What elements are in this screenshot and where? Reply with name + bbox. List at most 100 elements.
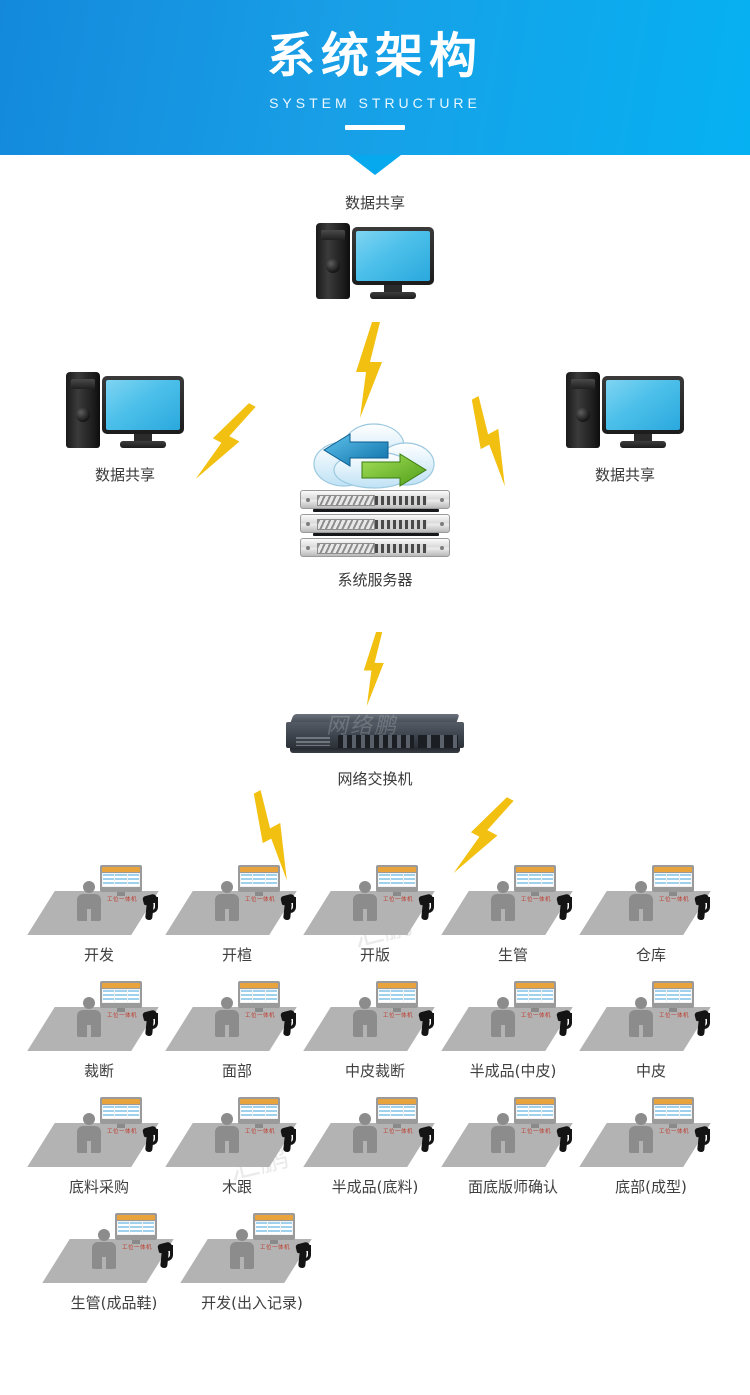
kiosk-caption: 工位一体机: [658, 1013, 689, 1019]
worker-person-icon: [215, 1113, 239, 1153]
workstation-tile[interactable]: 工位一体机 底部(成型): [579, 1097, 713, 1197]
kiosk-caption: 工位一体机: [520, 897, 551, 903]
barcode-scanner-icon: [280, 1125, 297, 1157]
workstation-label: 底部(成型): [615, 1178, 687, 1196]
workstation-illustration: 工位一体机: [579, 981, 713, 1056]
worker-person-icon: [491, 997, 515, 1037]
server-vents: [317, 543, 375, 554]
kiosk-caption: 工位一体机: [658, 897, 689, 903]
barcode-scanner-icon: [142, 893, 159, 925]
workstation-tile[interactable]: 工位一体机 开版: [303, 865, 437, 965]
lightning-bolt-icon-left: [185, 392, 264, 492]
workstation-tile[interactable]: 工位一体机 开楦: [165, 865, 299, 965]
kiosk-caption: 工位一体机: [658, 1129, 689, 1135]
workstation-label: 生管(成品鞋): [70, 1294, 158, 1312]
workstation-label: 半成品(底料): [331, 1178, 419, 1196]
kiosk-caption: 工位一体机: [244, 1129, 275, 1135]
barcode-scanner-icon: [280, 1009, 297, 1041]
workstation-label: 仓库: [635, 946, 666, 964]
workstation-tile[interactable]: 工位一体机 木跟: [165, 1097, 299, 1197]
kiosk-caption: 工位一体机: [259, 1245, 290, 1251]
workstation-tile[interactable]: 工位一体机 面部: [165, 981, 299, 1081]
workstation-tile[interactable]: 工位一体机 半成品(底料): [303, 1097, 437, 1197]
workstation-tile[interactable]: 工位一体机 裁断: [27, 981, 161, 1081]
kiosk-terminal-icon: [652, 981, 694, 1012]
worker-person-icon: [629, 881, 653, 921]
server-vents: [317, 519, 375, 530]
workstation-illustration: 工位一体机: [27, 981, 161, 1056]
workstation-tile[interactable]: 工位一体机 仓库: [579, 865, 713, 965]
pc-tower-icon: [566, 372, 600, 448]
workstation-illustration: 工位一体机: [441, 981, 575, 1056]
barcode-scanner-icon: [556, 1125, 573, 1157]
pc-screen: [606, 380, 680, 430]
page-header: 系统架构 SYSTEM STRUCTURE: [0, 0, 750, 155]
worker-person-icon: [353, 881, 377, 921]
workstation-tile[interactable]: 工位一体机 生管(成品鞋): [42, 1213, 176, 1313]
server-led-left: [306, 498, 310, 502]
kiosk-terminal-icon: [238, 1097, 280, 1128]
workstation-illustration: 工位一体机: [303, 981, 437, 1056]
kiosk-terminal-icon: [514, 865, 556, 896]
barcode-scanner-icon: [556, 893, 573, 925]
workstation-tile[interactable]: 工位一体机 开发(出入记录): [180, 1213, 314, 1313]
lightning-bolt-icon-server-switch: [353, 632, 393, 706]
worker-person-icon: [230, 1229, 254, 1269]
kiosk-caption: 工位一体机: [121, 1245, 152, 1251]
workstation-illustration: 工位一体机: [180, 1213, 314, 1288]
workstation-illustration: 工位一体机: [42, 1213, 176, 1288]
pc-stand-base: [370, 292, 416, 299]
workstation-tile[interactable]: 工位一体机 开发: [27, 865, 161, 965]
worker-person-icon: [77, 1113, 101, 1153]
server-rack-stack: [300, 490, 450, 557]
workstation-label: 开发(出入记录): [201, 1294, 303, 1312]
kiosk-terminal-icon: [376, 981, 418, 1012]
kiosk-terminal-icon: [100, 1097, 142, 1128]
barcode-scanner-icon: [280, 893, 297, 925]
pc-stand-neck: [634, 434, 652, 441]
workstation-tile[interactable]: 工位一体机 中皮裁断: [303, 981, 437, 1081]
switch-uplink-ports: [418, 735, 458, 749]
workstation-tile[interactable]: 工位一体机 底料采购: [27, 1097, 161, 1197]
worker-person-icon: [629, 1113, 653, 1153]
kiosk-terminal-icon: [253, 1213, 295, 1244]
workstation-row: 工位一体机 底料采购: [0, 1097, 750, 1197]
workstation-illustration: 工位一体机: [165, 1097, 299, 1172]
worker-person-icon: [353, 1113, 377, 1153]
kiosk-caption: 工位一体机: [106, 1129, 137, 1135]
server-led-right: [440, 498, 444, 502]
kiosk-caption: 工位一体机: [382, 897, 413, 903]
barcode-scanner-icon: [295, 1241, 312, 1273]
workstation-illustration: 工位一体机: [441, 1097, 575, 1172]
pc-tower-icon: [66, 372, 100, 448]
kiosk-terminal-icon: [238, 865, 280, 896]
node-system-server-label: 系统服务器: [337, 571, 413, 589]
header-arrow-icon: [349, 155, 401, 175]
desktop-computer-icon: [66, 372, 184, 450]
node-system-server: 系统服务器: [300, 420, 450, 590]
workstation-tile[interactable]: 工位一体机 面底版师确认: [441, 1097, 575, 1197]
workstation-tile[interactable]: 工位一体机 中皮: [579, 981, 713, 1081]
workstation-label: 开版: [359, 946, 390, 964]
kiosk-terminal-icon: [514, 1097, 556, 1128]
workstation-tile[interactable]: 工位一体机 生管: [441, 865, 575, 965]
workstation-label: 裁断: [83, 1062, 114, 1080]
workstation-tile[interactable]: 工位一体机 半成品(中皮): [441, 981, 575, 1081]
node-top-pc-label: 数据共享: [344, 194, 405, 212]
server-ports: [375, 544, 427, 553]
workstation-row: 工位一体机 生管(成品鞋): [0, 1213, 750, 1313]
pc-monitor-icon: [602, 376, 684, 434]
node-left-pc: 数据共享: [52, 372, 198, 485]
barcode-scanner-icon: [418, 1125, 435, 1157]
server-vents: [317, 495, 375, 506]
server-led-left: [306, 522, 310, 526]
kiosk-terminal-icon: [115, 1213, 157, 1244]
worker-person-icon: [353, 997, 377, 1037]
switch-chassis: [286, 722, 464, 749]
server-divider: [313, 533, 439, 536]
page-title: 系统架构: [266, 28, 483, 84]
kiosk-terminal-icon: [376, 1097, 418, 1128]
kiosk-terminal-icon: [238, 981, 280, 1012]
worker-person-icon: [629, 997, 653, 1037]
